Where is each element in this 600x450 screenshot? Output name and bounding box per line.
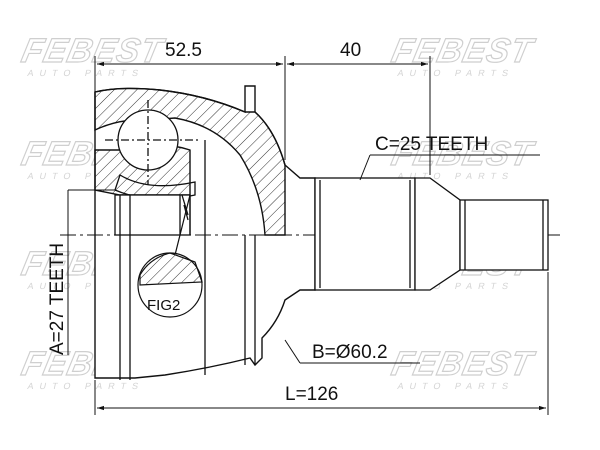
diameter-label: B=Ø60.2	[312, 342, 388, 363]
shaft-taper	[414, 177, 461, 291]
watermark-brand: FEBEST	[388, 345, 538, 383]
length-label: L=126	[285, 384, 338, 405]
fig2-leader	[174, 194, 191, 256]
dimension-label-52-5: 52.5	[165, 40, 202, 61]
watermark-9: FEBEST AUTO PARTS	[388, 345, 539, 391]
watermark-brand: FEBEST	[388, 135, 538, 173]
overall-length	[94, 272, 549, 415]
watermark-tagline: AUTO PARTS	[27, 381, 146, 391]
dimension-label-40: 40	[340, 40, 361, 61]
watermark-tagline: AUTO PARTS	[27, 281, 146, 291]
watermark-2: FEBEST AUTO PARTS	[388, 32, 539, 78]
fig2-label: FIG2	[147, 297, 180, 314]
inner-race-block	[114, 194, 191, 236]
housing-hatch-upper	[94, 87, 286, 236]
watermark-4: FEBEST AUTO PARTS	[388, 135, 539, 181]
watermark-tagline: AUTO PARTS	[397, 171, 516, 181]
spline-c-label: C=25 TEETH	[375, 134, 488, 155]
inner-race-hatch-1	[181, 194, 189, 216]
spline-a-annotation	[67, 189, 115, 355]
watermark-tagline: AUTO PARTS	[27, 68, 146, 78]
watermark-tagline: AUTO PARTS	[27, 171, 146, 181]
ball-cage	[105, 100, 256, 380]
fig2-detail	[137, 194, 203, 318]
watermark-tagline: AUTO PARTS	[397, 281, 516, 291]
watermark-tagline: AUTO PARTS	[397, 68, 516, 78]
thread-end	[459, 199, 549, 271]
spline-section	[314, 177, 416, 291]
b-leader-diagonal	[284, 339, 301, 364]
spline-c-annotation	[359, 154, 540, 181]
diameter-annotation	[284, 339, 420, 364]
stub-shaft	[314, 177, 549, 291]
c-leader-diagonal	[359, 154, 371, 181]
watermark-1: FEBEST AUTO PARTS	[18, 32, 169, 78]
watermark-tagline: AUTO PARTS	[397, 381, 516, 391]
fig2-hatch	[139, 252, 203, 286]
spline-a-label: A=27 TEETH	[47, 243, 68, 355]
